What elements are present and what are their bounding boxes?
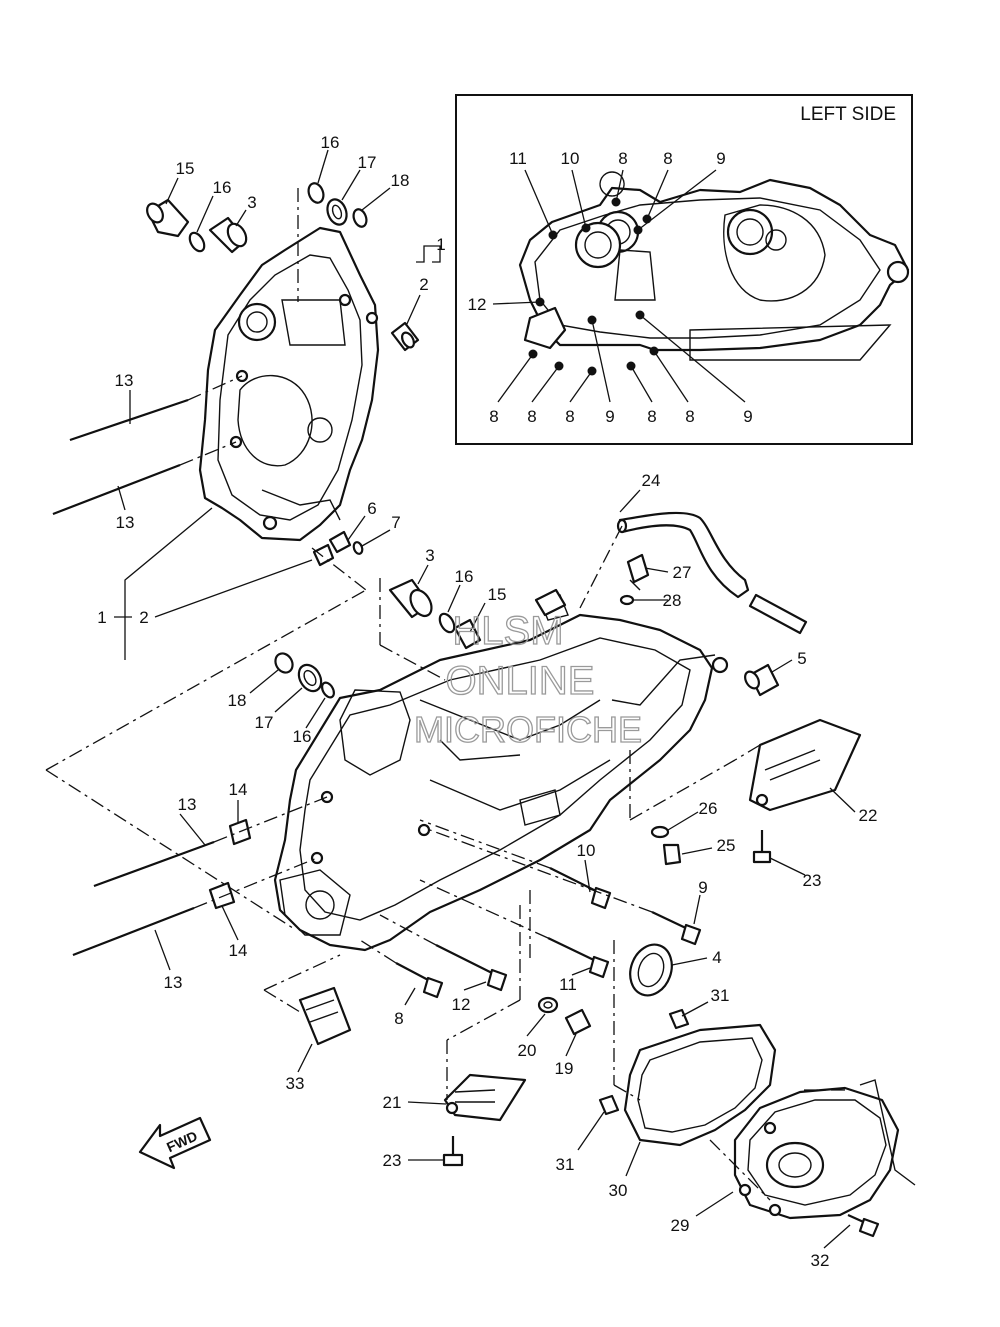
callout-23: 23 (383, 1151, 402, 1170)
guide-22 (650, 718, 862, 866)
callout-9: 9 (698, 878, 707, 897)
callout-12: 12 (452, 995, 471, 1014)
inset-labels: 11 10 8 8 9 12 8 8 8 9 8 8 9 (468, 149, 753, 426)
watermark: HLSM ONLINE MICROFICHE (413, 608, 642, 750)
guide-21 (442, 1073, 527, 1167)
callout-16: 16 (213, 178, 232, 197)
forward-arrow-icon: FWD (138, 1116, 212, 1170)
watermark-line-1: HLSM (452, 609, 563, 653)
inset-callout-9: 9 (743, 407, 752, 426)
watermark-line-2: ONLINE (446, 659, 595, 703)
callout-10: 10 (577, 841, 596, 860)
crankcase-cover-29 (733, 1079, 916, 1238)
callout-31: 31 (711, 986, 730, 1005)
callout-16: 16 (455, 567, 474, 586)
callout-18: 18 (391, 171, 410, 190)
left-crankcase-half (198, 226, 380, 542)
callout-8: 8 (394, 1009, 403, 1028)
guide-33 (298, 986, 352, 1046)
callout-15: 15 (176, 159, 195, 178)
callout-13: 13 (164, 973, 183, 992)
seal-and-washers-middle (274, 578, 780, 699)
callout-33: 33 (286, 1074, 305, 1093)
inset-callout-10: 10 (561, 149, 580, 168)
breather-hose (534, 511, 808, 635)
callout-17: 17 (255, 713, 274, 732)
callout-13: 13 (116, 513, 135, 532)
callout-2: 2 (139, 608, 148, 627)
callout-3: 3 (247, 193, 256, 212)
callout-4: 4 (712, 948, 721, 967)
inset-callout-8: 8 (647, 407, 656, 426)
callout-27: 27 (673, 563, 692, 582)
oil-seal-4 (629, 943, 673, 997)
inset-callout-8: 8 (565, 407, 574, 426)
callout-3: 3 (425, 546, 434, 565)
inset-callout-8: 8 (663, 149, 672, 168)
crankcase-bolts (395, 867, 702, 999)
callout-31: 31 (556, 1155, 575, 1174)
inset-callout-9: 9 (716, 149, 725, 168)
callout-19: 19 (555, 1059, 574, 1078)
callout-5: 5 (797, 649, 806, 668)
inset-callout-12: 12 (468, 295, 487, 314)
callout-20: 20 (518, 1041, 537, 1060)
reference-lines (45, 188, 845, 1201)
callout-6: 6 (367, 499, 376, 518)
inset-callout-8: 8 (685, 407, 694, 426)
callout-11: 11 (559, 975, 577, 994)
callout-25: 25 (717, 836, 736, 855)
callout-1: 1 (97, 608, 106, 627)
callout-30: 30 (609, 1181, 628, 1200)
drain-bolt (537, 996, 592, 1036)
left-side-inset: LEFT SIDE (455, 94, 913, 445)
right-crankcase-half (273, 594, 729, 952)
stud-bolts-lower (72, 818, 252, 957)
inset-callout-11: 11 (509, 149, 527, 168)
callout-16: 16 (293, 727, 312, 746)
callout-23: 23 (803, 871, 822, 890)
callout-26: 26 (699, 799, 718, 818)
callout-18: 18 (228, 691, 247, 710)
inset-leader-lines (492, 169, 746, 403)
callout-1: 1 (436, 235, 445, 254)
callout-14: 14 (229, 941, 248, 960)
inset-crankcase-outline (518, 171, 910, 361)
callout-7: 7 (391, 513, 400, 532)
callout-15: 15 (488, 585, 507, 604)
callout-17: 17 (358, 153, 377, 172)
watermark-line-3: MICROFICHE (414, 709, 642, 750)
inset-title: LEFT SIDE (800, 104, 896, 125)
callout-13: 13 (178, 795, 197, 814)
callout-24: 24 (642, 471, 661, 490)
callout-32: 32 (811, 1251, 830, 1270)
oil-seal-and-cap-upper (146, 182, 420, 352)
callout-21: 21 (383, 1093, 402, 1112)
inset-callout-8: 8 (527, 407, 536, 426)
callout-13: 13 (115, 371, 134, 390)
callout-2: 2 (419, 275, 428, 294)
callout-29: 29 (671, 1216, 690, 1235)
inset-callout-8: 8 (618, 149, 627, 168)
callout-leaders (114, 149, 856, 1249)
cover-gasket-30 (598, 1008, 777, 1147)
callout-22: 22 (859, 806, 878, 825)
callout-labels: 15 16 3 16 17 18 1 2 13 13 6 7 1 2 3 16 … (97, 133, 877, 1270)
callout-28: 28 (663, 591, 682, 610)
callout-14: 14 (229, 780, 248, 799)
callout-16: 16 (321, 133, 340, 152)
inset-callout-8: 8 (489, 407, 498, 426)
inset-callout-9: 9 (605, 407, 614, 426)
